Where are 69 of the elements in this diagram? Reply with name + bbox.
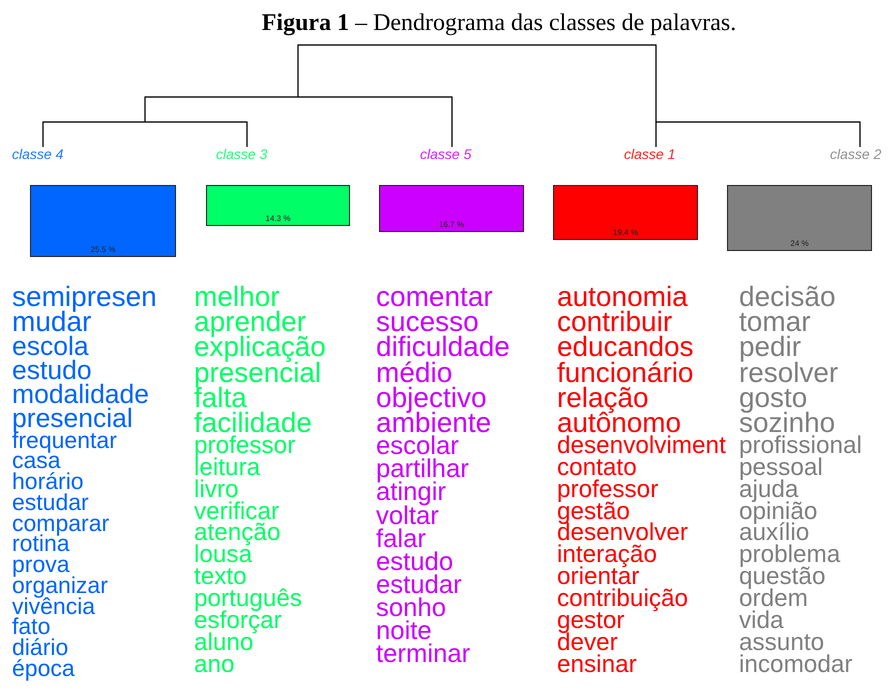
class-word: opinião <box>739 500 818 524</box>
class-word: prova <box>12 553 70 576</box>
class-word: melhor <box>194 283 280 311</box>
class-word: aprender <box>194 308 306 336</box>
class-word: lousa <box>194 543 252 568</box>
class-word: contribuição <box>557 586 688 612</box>
class-word: verificar <box>194 500 280 524</box>
class-word: diário <box>12 636 68 659</box>
class-word: decisão <box>739 283 836 311</box>
class-word: incomodar <box>739 652 852 677</box>
class-word: problema <box>739 543 840 568</box>
percentage-bar <box>379 185 524 232</box>
class-word: época <box>12 656 75 680</box>
class-label: classe 2 <box>830 146 882 162</box>
class-label: classe 1 <box>624 146 676 162</box>
class-word: vida <box>739 608 784 634</box>
class-word: comparar <box>12 512 110 535</box>
class-word: questão <box>739 565 826 590</box>
class-word: texto <box>194 565 247 590</box>
class-word: professor <box>194 434 296 458</box>
class-label: classe 5 <box>420 146 472 162</box>
class-word: desenvolviment <box>557 434 726 458</box>
class-word: ordem <box>739 586 808 612</box>
class-word: orientar <box>557 565 640 590</box>
class-word: ajuda <box>739 478 798 502</box>
class-word: ano <box>194 652 235 677</box>
class-word: semipresen <box>12 283 157 311</box>
class-word: leitura <box>194 456 260 480</box>
class-word: profissional <box>739 434 862 458</box>
class-label: classe 3 <box>216 146 268 162</box>
class-word: estudo <box>12 357 92 384</box>
class-word: dever <box>557 630 618 655</box>
class-word: livro <box>194 478 239 502</box>
percentage-value: 24 % <box>789 239 810 248</box>
class-word: aluno <box>194 630 254 655</box>
percentage-bar <box>553 185 698 240</box>
class-word: voltar <box>376 504 439 530</box>
class-word: funcionário <box>557 358 694 386</box>
class-label: classe 4 <box>12 146 64 162</box>
class-word: falar <box>376 526 426 552</box>
class-word: autonomia <box>557 283 688 311</box>
percentage-bar <box>727 185 872 251</box>
class-word: escola <box>12 333 89 360</box>
percentage-bar <box>30 185 176 257</box>
class-word: auxílio <box>739 521 810 546</box>
class-word: estudar <box>12 490 89 514</box>
percentage-value: 19.4 % <box>612 228 639 237</box>
class-word: português <box>194 586 302 612</box>
percentage-value: 16.7 % <box>438 220 465 229</box>
class-word: gestor <box>557 608 625 634</box>
class-word: pessoal <box>739 456 823 480</box>
class-word: contato <box>557 456 637 480</box>
class-word: horário <box>12 470 84 494</box>
class-word: esforçar <box>194 608 282 634</box>
percentage-bar <box>206 185 350 226</box>
class-word: terminar <box>376 642 470 668</box>
class-word: assunto <box>739 630 824 655</box>
class-word: relação <box>557 384 648 412</box>
class-word: atenção <box>194 521 280 546</box>
percentage-value: 25.5 % <box>90 245 116 254</box>
class-word: estudo <box>376 550 454 576</box>
class-word: gosto <box>739 384 808 412</box>
class-word: professor <box>557 478 658 502</box>
class-word: fato <box>12 615 50 638</box>
class-word: interação <box>557 543 657 568</box>
class-word: comentar <box>376 283 493 311</box>
class-word: ensinar <box>557 652 637 677</box>
figure-title: Figura 1 – Dendrograma das classes de palavras. <box>260 10 738 37</box>
percentage-value: 14.3 % <box>264 214 292 223</box>
